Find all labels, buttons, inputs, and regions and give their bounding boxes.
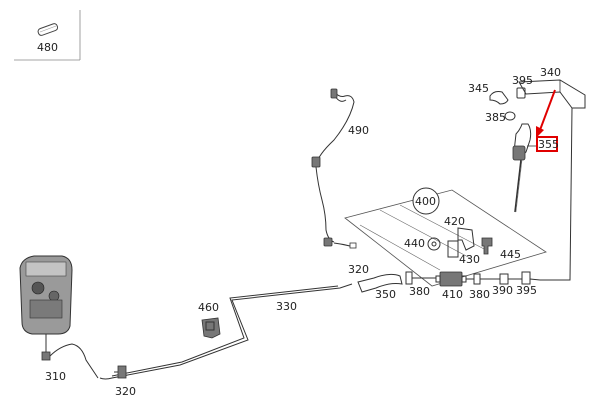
label-345: 345 [468,82,489,95]
label-400: 400 [415,195,436,208]
label-430: 430 [459,253,480,266]
highlight-arrowhead-icon [536,126,544,138]
label-330: 330 [276,300,297,313]
label-320-bottom: 320 [115,385,136,398]
highlight-arrow [539,89,556,131]
label-410: 410 [442,288,463,301]
label-355: 355 [538,138,559,151]
label-380-right: 380 [469,288,490,301]
main-line-330: 330 [99,107,573,380]
label-445: 445 [500,248,521,261]
pin-480-icon [37,23,59,36]
sensor-cable-490: 490 [311,88,369,249]
label-385: 385 [485,111,506,124]
highlight-box [536,136,558,152]
label-460: 460 [198,301,219,314]
injector-assembly: 340 345 395 385 355 [468,66,586,213]
clip-320-bottom: 320 [114,365,136,398]
legend-box-480: 480 [14,10,81,61]
hose-350: 320 350 [348,263,403,301]
label-395-top: 395 [512,74,533,87]
label-350: 350 [375,288,396,301]
label-420: 420 [444,215,465,228]
connector-460: 460 [198,301,221,339]
label-480: 480 [37,41,58,54]
plate-assembly-400: 400 420 440 430 445 [344,187,547,287]
label-395-bottom: 395 [516,284,537,297]
label-390: 390 [492,284,513,297]
tank-310: 310 [19,255,99,383]
label-310: 310 [45,370,66,383]
label-340: 340 [540,66,561,79]
label-380-left: 380 [409,285,430,298]
label-490: 490 [348,124,369,137]
label-320-right: 320 [348,263,369,276]
label-440: 440 [404,237,425,250]
connector-row: 380 410 380 390 395 [405,271,541,301]
